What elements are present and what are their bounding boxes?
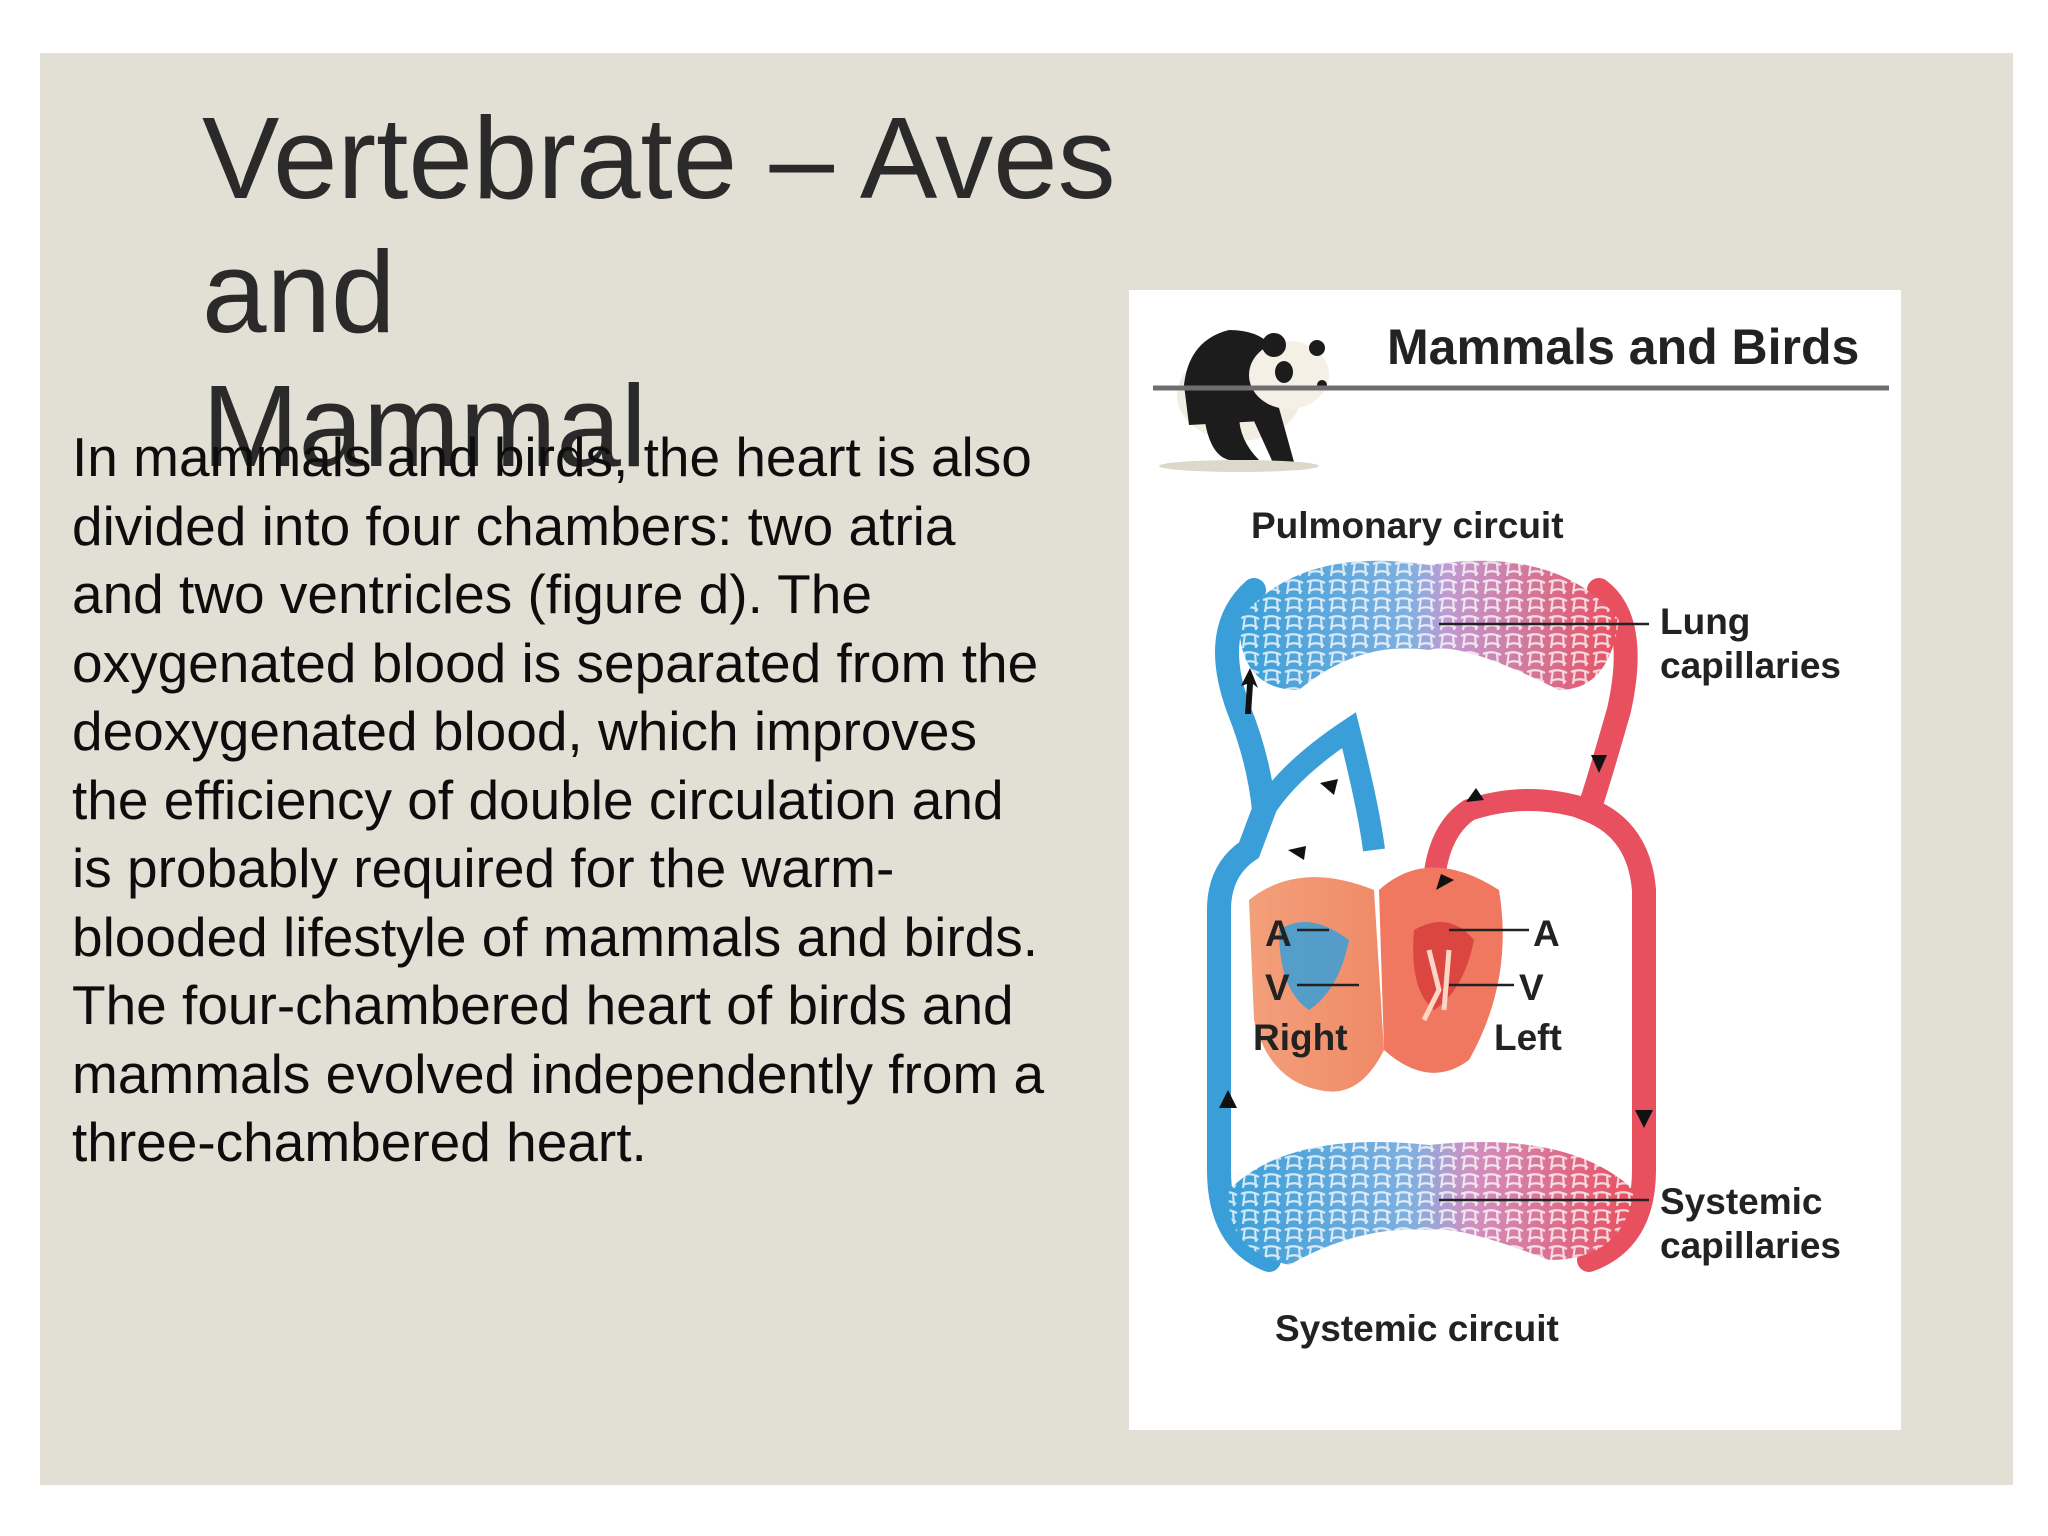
systemic-circuit-label: Systemic circuit	[1275, 1308, 1559, 1349]
systemic-capillaries-label: Systemic capillaries	[1660, 1181, 1842, 1266]
slide: Vertebrate – Aves and Mammal In mammals …	[40, 53, 2013, 1485]
left-atrium-label: A	[1533, 913, 1560, 954]
left-side-label: Left	[1494, 1017, 1562, 1058]
pulmonary-vein	[1423, 789, 1593, 882]
label-pointer-lines	[1297, 622, 1649, 1202]
right-atrium-label: A	[1265, 913, 1292, 954]
aorta-vessel	[1574, 578, 1656, 1272]
pulmonary-circuit-label: Pulmonary circuit	[1251, 505, 1564, 546]
lung-capillaries-label: Lung capillaries	[1660, 601, 1842, 686]
circulation-diagram	[1153, 330, 1889, 1272]
left-ventricle-label: V	[1519, 967, 1544, 1008]
figure-heading: Mammals and Birds	[1387, 319, 1860, 375]
slide-body-text: In mammals and birds, the heart is also …	[72, 426, 1045, 1173]
flow-arrows	[1219, 668, 1653, 1128]
panda-illustration	[1159, 330, 1329, 472]
right-side-label: Right	[1253, 1017, 1348, 1058]
pulmonary-artery	[1254, 712, 1385, 852]
right-ventricle-label: V	[1265, 967, 1290, 1008]
slide-title: Vertebrate – Aves and Mammal	[202, 93, 1116, 491]
circulation-figure: Mammals and Birds Pulmonary circuit Lung…	[1129, 290, 1901, 1430]
